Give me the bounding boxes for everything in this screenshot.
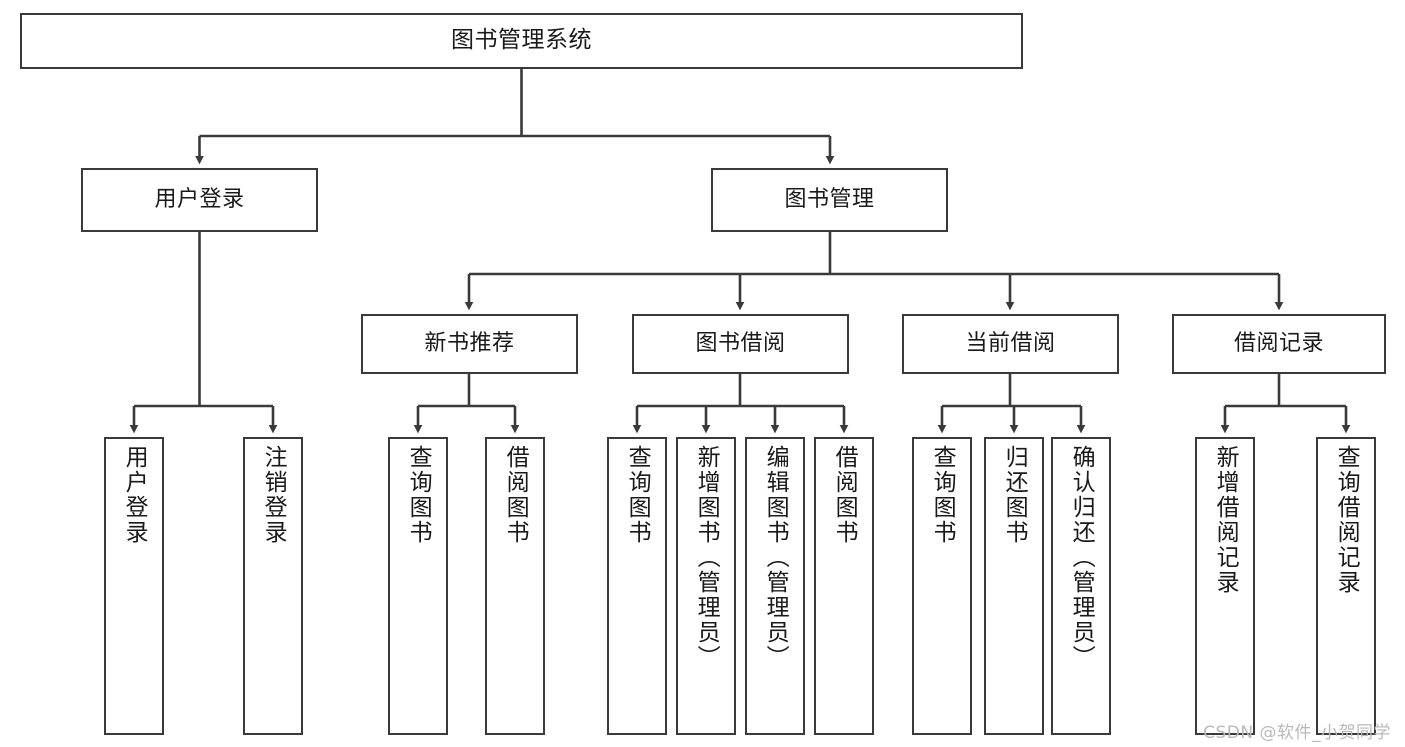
node-user-login[interactable]: 用户登录 (81, 168, 318, 232)
node-current-borrow-label: 当前借阅 (965, 331, 1056, 357)
node-leaf-add-book-label: 新增图书（管理员） (693, 445, 720, 670)
node-book-manage-label: 图书管理 (784, 187, 875, 213)
node-root[interactable]: 图书管理系统 (20, 13, 1023, 69)
node-borrow-record-label: 借阅记录 (1233, 331, 1324, 357)
node-leaf-query-book-3[interactable]: 查询图书 (912, 437, 972, 735)
node-leaf-query-book-1[interactable]: 查询图书 (388, 437, 448, 735)
node-leaf-query-book-2-label: 查询图书 (624, 445, 651, 545)
node-leaf-query-book-2[interactable]: 查询图书 (607, 437, 667, 735)
node-user-login-label: 用户登录 (154, 187, 245, 213)
node-leaf-confirm-return[interactable]: 确认归还（管理员） (1051, 437, 1111, 735)
node-leaf-add-record[interactable]: 新增借阅记录 (1195, 437, 1255, 735)
node-leaf-user-login-label: 用户登录 (121, 445, 148, 545)
node-leaf-return-book[interactable]: 归还图书 (984, 437, 1044, 735)
node-leaf-user-logout[interactable]: 注销登录 (243, 437, 303, 735)
node-leaf-add-book[interactable]: 新增图书（管理员） (676, 437, 736, 735)
node-book-borrow-label: 图书借阅 (695, 331, 786, 357)
node-borrow-record[interactable]: 借阅记录 (1172, 314, 1386, 374)
node-book-borrow[interactable]: 图书借阅 (632, 314, 849, 374)
node-current-borrow[interactable]: 当前借阅 (902, 314, 1119, 374)
node-new-book-rec-label: 新书推荐 (424, 331, 515, 357)
node-root-label: 图书管理系统 (451, 27, 592, 54)
node-book-manage[interactable]: 图书管理 (711, 168, 948, 232)
node-leaf-borrow-book-1-label: 借阅图书 (502, 445, 529, 545)
node-new-book-rec[interactable]: 新书推荐 (361, 314, 578, 374)
watermark-text: CSDN @软件_小贺同学 (1203, 723, 1391, 743)
node-leaf-user-logout-label: 注销登录 (260, 445, 287, 545)
node-leaf-borrow-book-2-label: 借阅图书 (831, 445, 858, 545)
node-leaf-borrow-book-1[interactable]: 借阅图书 (485, 437, 545, 735)
node-leaf-query-record[interactable]: 查询借阅记录 (1316, 437, 1376, 735)
node-leaf-query-book-1-label: 查询图书 (405, 445, 432, 545)
node-leaf-return-book-label: 归还图书 (1001, 445, 1028, 545)
node-leaf-edit-book[interactable]: 编辑图书（管理员） (745, 437, 805, 735)
node-leaf-user-login[interactable]: 用户登录 (104, 437, 164, 735)
node-leaf-add-record-label: 新增借阅记录 (1212, 445, 1239, 595)
node-leaf-confirm-return-label: 确认归还（管理员） (1068, 445, 1095, 670)
node-leaf-query-book-3-label: 查询图书 (929, 445, 956, 545)
node-leaf-query-record-label: 查询借阅记录 (1333, 445, 1360, 595)
node-leaf-borrow-book-2[interactable]: 借阅图书 (814, 437, 874, 735)
node-leaf-edit-book-label: 编辑图书（管理员） (762, 445, 789, 670)
